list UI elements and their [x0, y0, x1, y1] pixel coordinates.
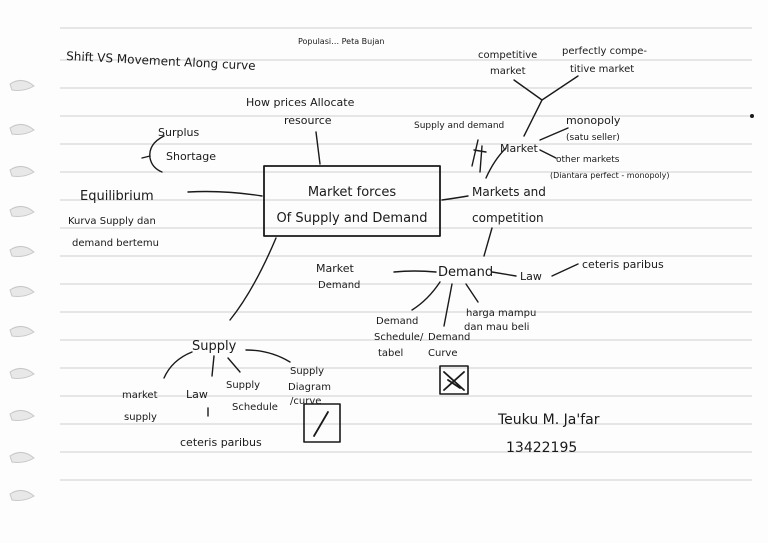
- supply-curve-line: [313, 411, 329, 437]
- binder-hole: [9, 410, 35, 421]
- market-demand-line-2: Demand: [318, 280, 360, 291]
- demand-curve-line-2: Curve: [428, 348, 458, 359]
- connector-curve: [443, 283, 453, 327]
- connector-other: [539, 149, 557, 159]
- demand-schedule-line-1: Demand: [376, 316, 418, 327]
- title-shift-vs-movement: Shift VS Movement Along curve: [66, 49, 256, 73]
- perfect-line-2: titive market: [570, 64, 634, 75]
- demand-schedule-line-2: Schedule/: [374, 332, 424, 343]
- other-line-1: other markets: [556, 155, 620, 165]
- binder-hole: [9, 206, 35, 217]
- center-line-2: Of Supply and Demand: [276, 211, 427, 226]
- market-demand-line-1: Market: [316, 262, 354, 275]
- binder-hole: [9, 326, 35, 337]
- supply-schedule-line-2: Schedule: [232, 402, 278, 413]
- allocate-line-1: How prices Allocate: [246, 96, 355, 109]
- connector-markets: [441, 195, 469, 201]
- supply-diagram-line-1: Supply: [290, 366, 324, 377]
- harga-line-1: harga mampu: [466, 308, 536, 319]
- competitive-line-2: market: [490, 66, 526, 77]
- markets-line-2: competition: [472, 211, 544, 225]
- connector-law: [491, 271, 517, 277]
- connector-market-demand: [393, 270, 437, 273]
- connector-market-supply: [163, 351, 193, 379]
- market-supply-line-1: market: [122, 390, 158, 401]
- market-node: Market: [500, 142, 538, 155]
- equilibrium-heading: Equilibrium: [80, 189, 154, 204]
- binder-hole: [9, 246, 35, 257]
- labels: Populasi… Peta Bujan Shift VS Movement A…: [66, 37, 670, 456]
- connector-lines: [141, 75, 579, 443]
- surplus-label: Surplus: [158, 126, 199, 139]
- demand-curve-scribble: [443, 371, 465, 391]
- bracket-surplus-shortage: [149, 135, 165, 173]
- competitive-line-1: competitive: [478, 50, 537, 61]
- connector-supply-law: [211, 355, 215, 377]
- harga-line-2: dan mau beli: [464, 322, 529, 333]
- markets-line-1: Markets and: [472, 185, 546, 199]
- ruled-lines: [60, 27, 752, 481]
- connector-demand: [483, 227, 493, 257]
- supply-schedule-line-1: Supply: [226, 380, 260, 391]
- center-line-1: Market forces: [308, 185, 397, 200]
- binder-holes: [9, 80, 35, 501]
- monopoly-line-1: monopoly: [566, 114, 621, 127]
- supply-diagram-line-3: /curve: [290, 396, 321, 407]
- supply-node: Supply: [192, 339, 237, 354]
- connector-supply-diagram: [245, 349, 291, 363]
- connector-equilibrium: [187, 190, 263, 197]
- demand-node: Demand: [438, 265, 493, 280]
- shortage-label: Shortage: [166, 150, 216, 163]
- signature-id: 13422195: [506, 440, 577, 456]
- connector-supply-schedule: [227, 357, 241, 373]
- connector-perfect: [541, 75, 579, 101]
- ink-dot: [750, 114, 754, 118]
- demand-curve-line-1: Demand: [428, 332, 470, 343]
- binder-hole: [9, 166, 35, 177]
- connector-supply: [229, 237, 277, 321]
- connector-harga: [465, 283, 479, 303]
- perfect-line-1: perfectly compe-: [562, 46, 647, 57]
- connector-schedule: [411, 281, 441, 311]
- binder-hole: [9, 80, 35, 91]
- supply-curve-box: [303, 403, 341, 443]
- demand-law: Law: [520, 270, 542, 283]
- binder-hole: [9, 286, 35, 297]
- demand-ceteris: ceteris paribus: [582, 258, 664, 271]
- equilibrium-line-2: demand bertemu: [72, 238, 159, 249]
- equilibrium-line-1: Kurva Supply dan: [68, 216, 156, 227]
- binder-hole: [9, 490, 35, 501]
- market-supply-line-2: supply: [124, 412, 157, 423]
- binder-hole: [9, 368, 35, 379]
- connector-allocate: [315, 131, 321, 165]
- supply-diagram-line-2: Diagram: [288, 382, 331, 393]
- signature-name: Teuku M. Ja'far: [497, 412, 600, 428]
- connector-monopoly: [539, 127, 569, 141]
- center-box: [263, 165, 441, 237]
- monopoly-line-2: (satu seller): [566, 133, 620, 143]
- other-line-2: (Diantara perfect - monopoly): [550, 171, 670, 180]
- demand-curve-box: [439, 365, 469, 395]
- scribble-supply-demand: [471, 139, 487, 173]
- supply-and-demand-label: Supply and demand: [414, 121, 504, 131]
- supply-ceteris: ceteris paribus: [180, 436, 262, 449]
- bracket-tick: [141, 155, 151, 159]
- connector-ceteris: [551, 263, 579, 277]
- binder-hole: [9, 124, 35, 135]
- supply-law: Law: [186, 388, 208, 401]
- demand-schedule-line-3: tabel: [378, 348, 403, 359]
- top-scrawl: Populasi… Peta Bujan: [298, 37, 384, 46]
- binder-hole: [9, 452, 35, 463]
- connector-market-node: [485, 147, 507, 179]
- allocate-line-2: resource: [284, 114, 332, 127]
